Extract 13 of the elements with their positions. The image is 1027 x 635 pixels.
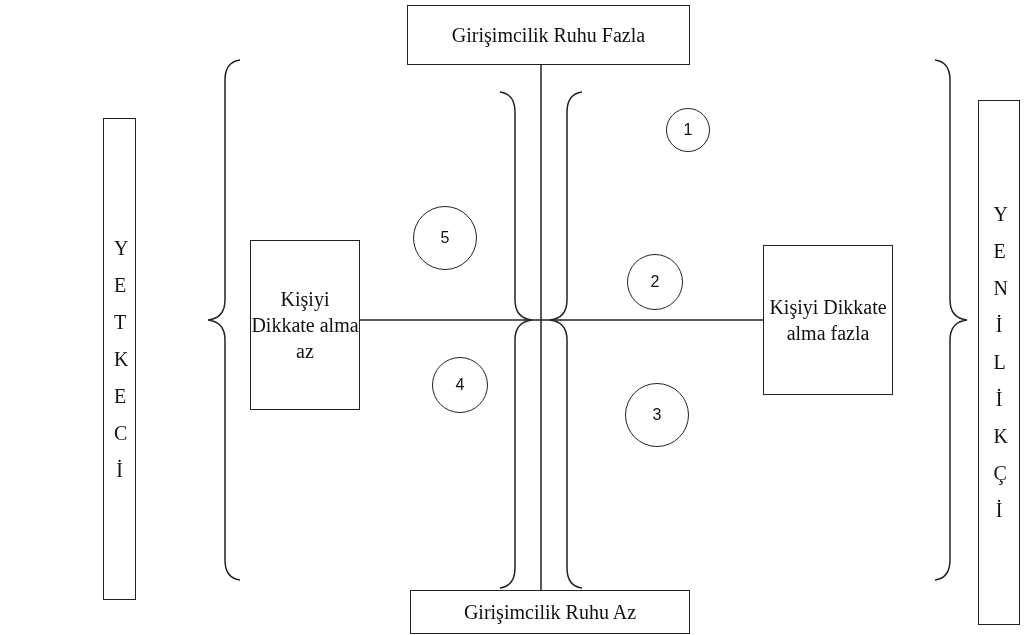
number-circle: 5 [413,206,477,270]
connector-line [359,319,764,321]
heading-box: Girişimcilik Ruhu Az [410,590,690,634]
number-circle: 2 [627,254,683,310]
vertical-label-box: YENİLİKÇİ [978,100,1020,625]
number-circle: 3 [625,383,689,447]
connector-line [540,64,542,591]
number-circle: 4 [432,357,488,413]
vertical-label-box: YETKECİ [103,118,136,600]
quadrant-box: Kişiyi Dikkate alma fazla [763,245,893,395]
quadrant-box: Kişiyi Dikkate alma az [250,240,360,410]
number-circle: 1 [666,108,710,152]
heading-box: Girişimcilik Ruhu Fazla [407,5,690,65]
